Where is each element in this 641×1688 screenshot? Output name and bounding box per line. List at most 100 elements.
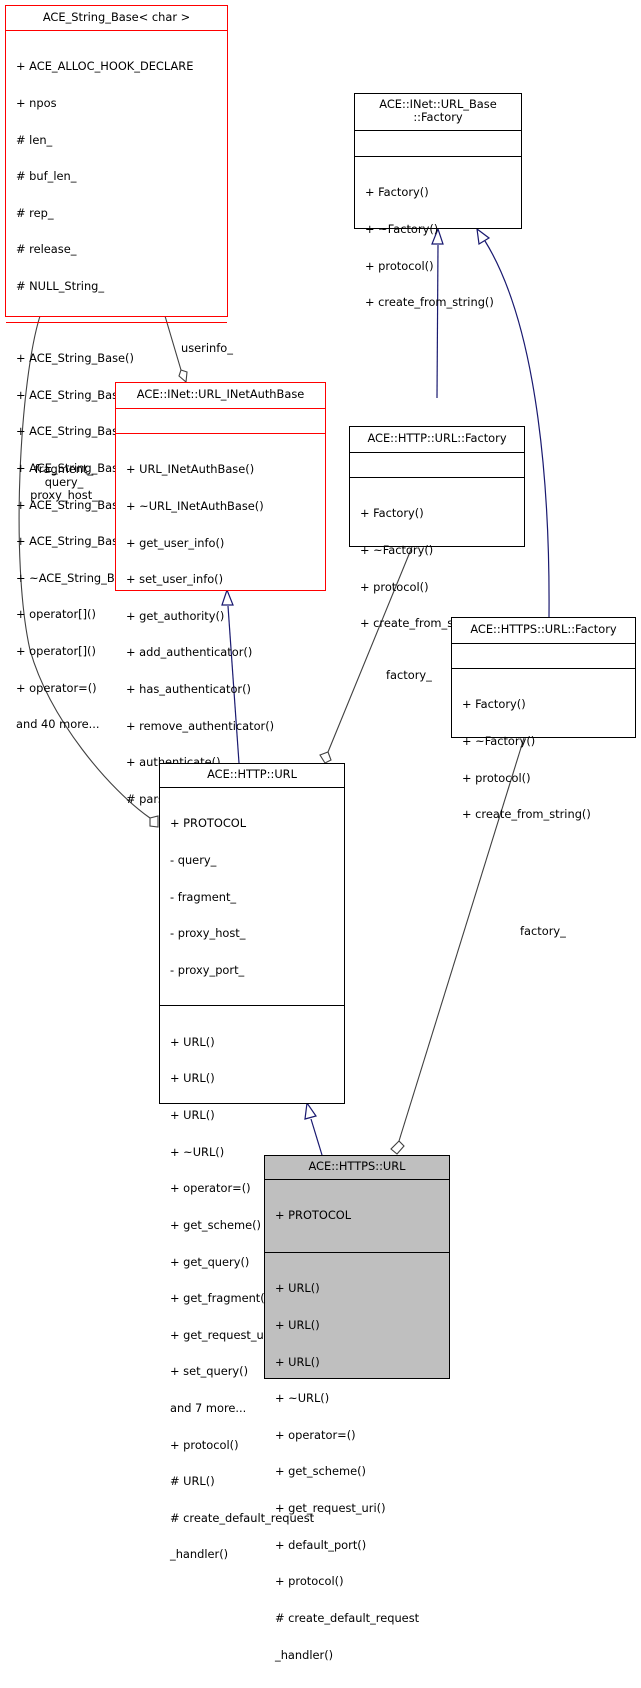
member: + get_request_uri() [170,1327,281,1342]
edge-http-factory-inherits [436,244,439,399]
class-https-url: ACE::HTTPS::URL + PROTOCOL + URL() + URL… [264,1155,450,1661]
member: + set_query() [170,1364,249,1379]
member: + URL() [170,1071,215,1086]
member: + default_port() [275,1537,367,1552]
arrowhead-hollow-icon [221,588,234,606]
attributes-section: + PROTOCOL [265,1179,449,1252]
edge-https-factory [398,737,525,1142]
member: + ACE_String_Base() [16,351,134,366]
member: # rep_ [16,205,54,220]
member: + PROTOCOL [275,1208,352,1223]
class-http-url-factory[interactable]: ACE::HTTP::URL::Factory + Factory() + ~F… [349,426,525,629]
class-title-line: ACE::INet::URL_Base [379,97,497,111]
member: + URL_INetAuthBase() [126,462,255,477]
member: + URL() [170,1108,215,1123]
class-title: ACE::INet::URL_Base ::Factory [355,94,521,130]
arrowhead-hollow-icon [304,1101,317,1120]
member: + ~URL_INetAuthBase() [126,499,264,514]
member: + get_fragment() [170,1291,270,1306]
methods-section: + Factory() + ~Factory() + protocol() + … [355,156,521,336]
edges-layer [18,227,550,1156]
member: + ACE_String_Base() [16,460,134,475]
class-url-base-factory[interactable]: ACE::INet::URL_Base ::Factory + Factory(… [354,93,522,308]
member: + has_authenticator() [126,682,251,697]
member: + get_scheme() [275,1464,366,1479]
methods-section: + ACE_String_Base() + ACE_String_Base() … [6,321,227,758]
attributes-section: + ACE_ALLOC_HOOK_DECLARE + npos # len_ #… [6,30,227,322]
member: + protocol() [360,579,429,594]
class-title: ACE::HTTPS::URL [308,1159,406,1173]
class-title-line: ::Factory [413,110,463,124]
member: + URL() [275,1354,320,1369]
member: + URL() [170,1034,215,1049]
member: + operator=() [275,1427,356,1442]
member: _handler() [275,1647,334,1662]
member: + ~Factory() [462,734,536,749]
member: + protocol() [365,258,434,273]
member: + remove_authenticator() [126,718,275,733]
member: + ~URL() [275,1391,330,1406]
class-title: ACE::HTTPS::URL::Factory [470,622,617,636]
edge-label-userinfo: userinfo_ [181,341,233,355]
member: + get_scheme() [170,1217,261,1232]
edge-http-factory [327,546,413,753]
member: + create_from_string() [462,807,591,822]
member: + ACE_String_Base() [16,534,134,549]
member: - proxy_port_ [170,962,245,977]
diamond-hollow-icon [390,1140,405,1155]
more-members-link[interactable]: and 40 more... [16,717,100,732]
member: + create_from_string() [365,295,494,310]
member: + URL() [275,1281,320,1296]
member: + get_request_uri() [275,1501,386,1516]
edge-userinfo [164,315,182,371]
member: + PROTOCOL [170,816,247,831]
arrowhead-hollow-icon [431,227,444,245]
member: + URL() [275,1318,320,1333]
member: + operator=() [170,1181,251,1196]
class-title: ACE::HTTP::URL::Factory [367,431,507,445]
class-title: ACE::HTTP::URL [207,767,297,781]
edge-https-factory-inherits [484,240,550,618]
member: + ~ACE_String_Base() [16,570,144,585]
member: + ~Factory() [360,543,434,558]
member: + operator[]() [16,643,96,658]
member: + Factory() [365,185,429,200]
edge-fragment-query-proxy [18,315,151,819]
member: + ACE_ALLOC_HOOK_DECLARE [16,59,194,74]
edge-https-url-inherits [310,1118,323,1156]
member: + Factory() [360,506,424,521]
methods-section: + URL() + URL() + URL() + ~URL() + opera… [265,1252,449,1688]
member: + set_user_info() [126,572,224,587]
member: # release_ [16,242,77,257]
member: + ~Factory() [365,222,439,237]
member: + operator=() [16,680,97,695]
member: + get_user_info() [126,535,225,550]
member: + ACE_String_Base() [16,387,134,402]
edge-label-http-factory: factory_ [386,668,432,682]
methods-section: + Factory() + ~Factory() + protocol() + … [452,668,635,848]
member: - query_ [170,853,217,868]
member: - fragment_ [170,889,237,904]
member: + get_authority() [126,608,225,623]
member: - proxy_host_ [170,926,246,941]
member: # NULL_String_ [16,279,105,294]
attributes-section [350,452,524,477]
attributes-section [355,130,521,156]
class-https-url-factory[interactable]: ACE::HTTPS::URL::Factory + Factory() + ~… [451,617,636,820]
member: # buf_len_ [16,169,77,184]
class-http-url[interactable]: ACE::HTTP::URL + PROTOCOL - query_ - fra… [159,763,345,1561]
member: + protocol() [462,770,531,785]
attributes-section: + PROTOCOL - query_ - fragment_ - proxy_… [160,787,344,1005]
arrowhead-hollow-icon [476,227,491,245]
class-ace-string-base[interactable]: ACE_String_Base< char > + ACE_ALLOC_HOOK… [5,5,228,730]
member: + add_authenticator() [126,645,253,660]
member: + get_query() [170,1254,250,1269]
member: # len_ [16,132,53,147]
member: # create_default_request [275,1610,420,1625]
edge-label-https-factory: factory_ [520,924,566,938]
attributes-section [452,643,635,668]
member: + ACE_String_Base() [16,497,134,512]
class-url-inetauthbase[interactable]: ACE::INet::URL_INetAuthBase + URL_INetAu… [115,382,326,805]
member: + ~URL() [170,1144,225,1159]
attributes-section [116,408,325,433]
